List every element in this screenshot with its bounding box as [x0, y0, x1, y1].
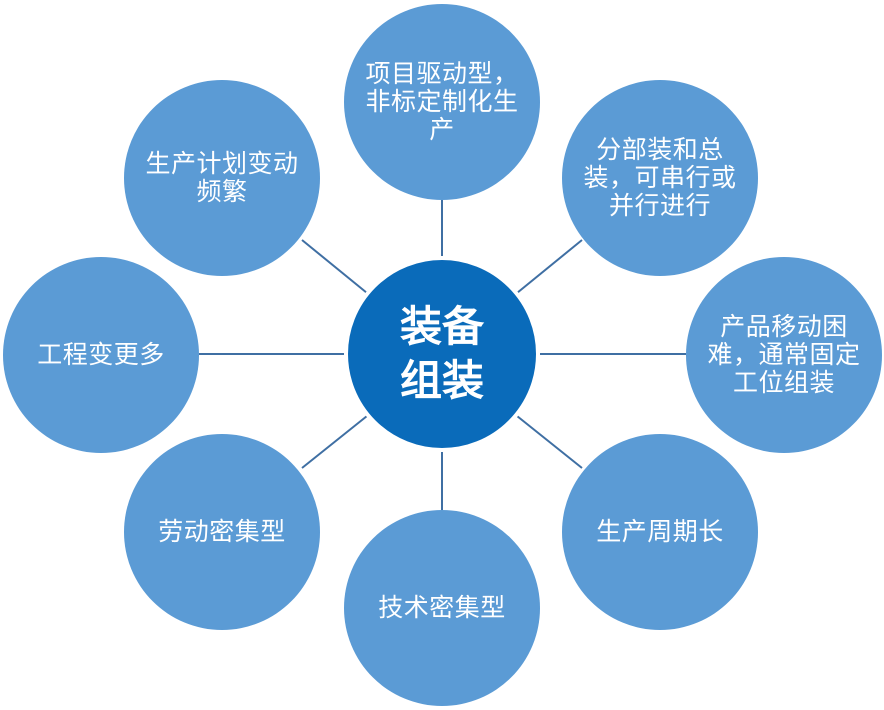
node-right-label: 产品移动困难，通常固定工位组装: [707, 312, 861, 397]
node-top-right: 分部装和总装，可串行或并行进行: [562, 80, 758, 276]
node-bottom-left-label: 劳动密集型: [158, 517, 286, 546]
center-node: 装备组装: [344, 256, 540, 452]
node-left: 工程变更多: [3, 257, 199, 453]
connector-top-left: [301, 239, 368, 294]
connector-bottom-right: [516, 415, 583, 469]
node-bottom-right: 生产周期长: [562, 434, 758, 630]
node-top: 项目驱动型，非标定制化生产: [344, 4, 540, 200]
connector-top-right: [516, 239, 583, 294]
node-left-label: 工程变更多: [37, 340, 165, 369]
node-top-left: 生产计划变动频繁: [124, 80, 320, 276]
node-top-label: 项目驱动型，非标定制化生产: [365, 59, 519, 144]
connector-bottom-left: [301, 415, 368, 469]
center-label: 装备组装: [399, 302, 484, 405]
node-bottom-left: 劳动密集型: [124, 434, 320, 630]
node-bottom-label: 技术密集型: [378, 593, 506, 622]
node-bottom: 技术密集型: [344, 510, 540, 706]
node-top-left-label: 生产计划变动频繁: [145, 149, 299, 206]
node-top-right-label: 分部装和总装，可串行或并行进行: [583, 135, 737, 220]
node-right: 产品移动困难，通常固定工位组装: [686, 257, 882, 453]
node-bottom-right-label: 生产周期长: [596, 517, 724, 546]
